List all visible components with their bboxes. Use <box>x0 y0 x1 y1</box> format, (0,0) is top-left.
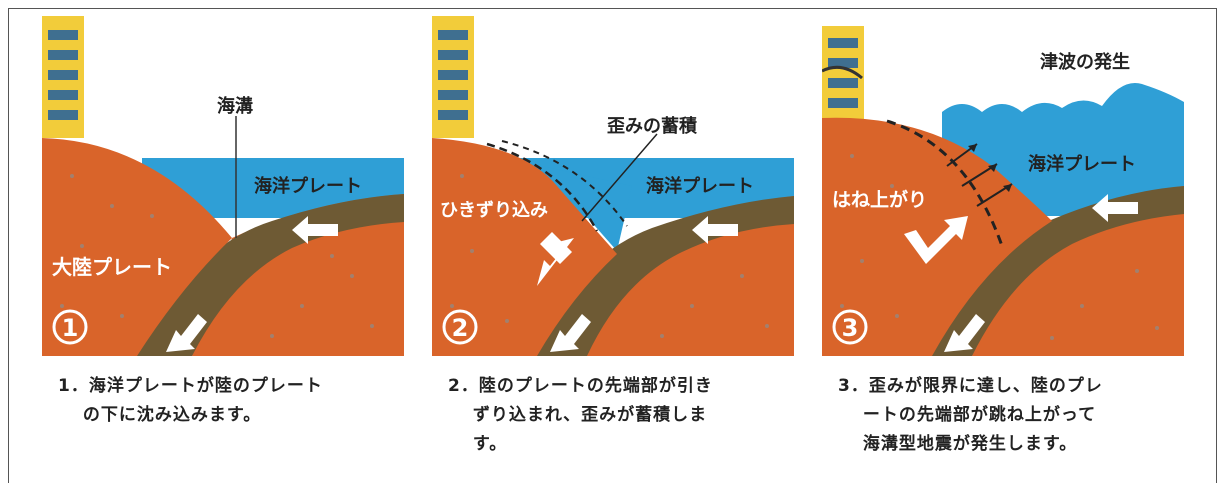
caption-1: 1．海洋プレートが陸のプレート の下に沈み込みます。 <box>58 372 428 430</box>
continental-plate <box>432 138 617 356</box>
drag-arrow <box>537 232 574 286</box>
subducting-plate <box>907 186 1184 356</box>
caption-line: 3．歪みが限界に達し、陸のプレ <box>838 376 1103 396</box>
caption-2: 2．陸のプレートの先端部が引き ずり込まれ、歪みが蓄積しま す。 <box>448 372 818 459</box>
building-icon <box>432 16 474 138</box>
subducting-plate <box>522 196 794 356</box>
caption-line: 1．海洋プレートが陸のプレート <box>58 376 323 396</box>
panel-number: 2 <box>452 314 469 342</box>
building-icon <box>42 16 84 138</box>
panel-number: 1 <box>62 314 79 342</box>
label-ocean-plate: 海洋プレート <box>254 175 362 197</box>
caption-line: 海溝型地震が発生します。 <box>838 434 1078 454</box>
caption-line: す。 <box>448 434 508 454</box>
panel-number: 3 <box>842 314 859 342</box>
down-arrow <box>944 314 985 352</box>
panel-1: 海溝 海洋プレート 大陸プレート 1 <box>42 16 404 356</box>
panel-2: 歪みの蓄積 海洋プレート ひきずり込み 2 <box>432 16 794 356</box>
down-arrow <box>550 314 591 352</box>
push-arrow <box>692 216 738 244</box>
label-trench: 海溝 <box>217 95 253 117</box>
label-ocean-plate: 海洋プレート <box>646 175 754 197</box>
rebound-arrow <box>904 216 968 264</box>
down-arrow <box>166 314 207 352</box>
label-tsunami: 津波の発生 <box>1040 51 1130 73</box>
sea-wedge <box>542 166 632 251</box>
building-icon <box>822 26 864 136</box>
label-rebound: はね上がり <box>832 188 927 211</box>
continental-plate <box>42 138 232 356</box>
push-arrow <box>292 216 338 244</box>
diagram-frame <box>8 8 1217 483</box>
ocean-plate <box>582 196 794 356</box>
label-drag: ひきずり込み <box>440 200 548 221</box>
caption-line: ートの先端部が跳ね上がって <box>838 405 1097 425</box>
caption-line: ずり込まれ、歪みが蓄積しま <box>448 405 708 425</box>
panel-1-illustration: 海溝 海洋プレート 大陸プレート 1 <box>42 16 404 356</box>
panel-2-illustration: 歪みの蓄積 海洋プレート ひきずり込み 2 <box>432 16 794 356</box>
push-arrow <box>1092 194 1138 222</box>
label-strain: 歪みの蓄積 <box>607 115 698 137</box>
continental-plate <box>822 117 1052 356</box>
label-ocean-plate: 海洋プレート <box>1028 153 1136 175</box>
caption-line: 2．陸のプレートの先端部が引き <box>448 376 713 396</box>
caption-line: の下に沈み込みます。 <box>58 405 262 425</box>
panel-3: 津波の発生 海洋プレート はね上がり 3 <box>822 16 1184 356</box>
ocean-plate <box>972 186 1184 356</box>
caption-3: 3．歪みが限界に達し、陸のプレ ートの先端部が跳ね上がって 海溝型地震が発生しま… <box>838 372 1208 459</box>
panel-3-illustration: 津波の発生 海洋プレート はね上がり 3 <box>822 16 1184 356</box>
label-continental-plate: 大陸プレート <box>52 255 172 279</box>
